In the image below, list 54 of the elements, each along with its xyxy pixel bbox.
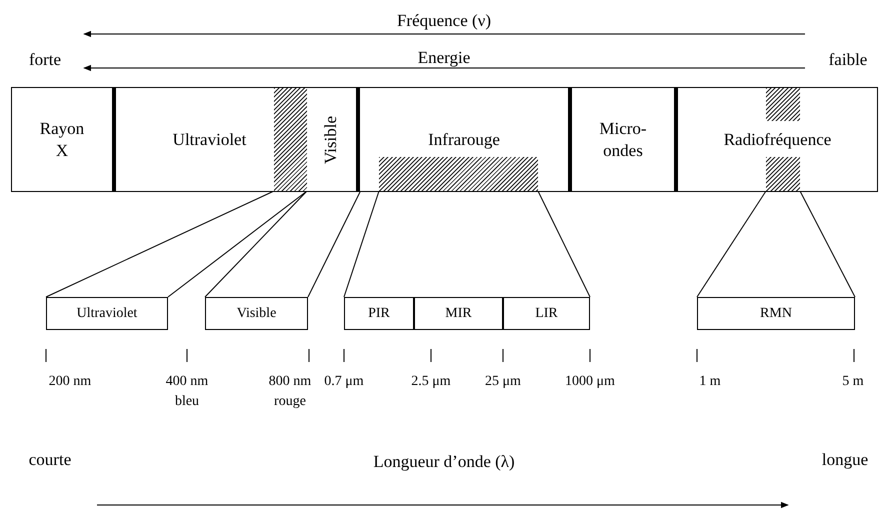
hatched-patch <box>274 88 307 191</box>
text-label: 2.5 μm <box>411 373 451 391</box>
text-label: Longueur d’onde (λ) <box>373 451 515 473</box>
connector-line <box>46 190 274 298</box>
text-label: bleu <box>174 393 200 411</box>
connector-line <box>204 190 308 298</box>
connector-line <box>308 192 360 298</box>
band-label: Infrarouge <box>428 128 500 150</box>
text-label: rouge <box>274 393 306 411</box>
band-label: Visible <box>320 115 342 164</box>
spectrum-band <box>360 87 572 192</box>
band-label: Ultraviolet <box>172 128 246 150</box>
spectrum-band <box>307 87 360 192</box>
range-box <box>697 297 855 330</box>
text-label: 25 μm <box>485 373 521 391</box>
text-label: forte <box>28 49 62 71</box>
range-box <box>414 297 503 330</box>
range-box <box>46 297 168 330</box>
band-label: Visible <box>236 305 276 323</box>
text-label: Fréquence (ν) <box>396 10 492 32</box>
connector-line <box>696 190 766 298</box>
text-label: 200 nm <box>48 373 92 391</box>
text-label: 5 m <box>842 373 864 391</box>
text-label: 400 nm <box>166 373 208 391</box>
connector-line <box>800 190 856 298</box>
range-box <box>205 297 308 330</box>
band-label: RMN <box>760 305 792 323</box>
spectrum-band <box>572 87 678 192</box>
spectrum-band <box>678 87 878 192</box>
connector-line <box>168 190 308 298</box>
spectrum-band <box>116 87 307 192</box>
hatched-patch <box>766 157 800 191</box>
text-label: faible <box>828 49 868 71</box>
band-label: Radiofréquence <box>724 128 832 150</box>
text-label: 1 m <box>699 373 721 391</box>
text-label: 800 nm <box>268 373 312 391</box>
text-label: 1000 μm <box>565 373 615 391</box>
text-label: courte <box>28 449 72 471</box>
connector-line <box>344 190 380 298</box>
hatched-patch <box>379 157 538 191</box>
band-label: Micro-ondes <box>598 118 648 162</box>
band-label: LIR <box>535 305 558 323</box>
text-label: longue <box>822 449 868 471</box>
band-label: MIR <box>445 305 472 323</box>
range-box <box>344 297 414 330</box>
range-box <box>503 297 590 330</box>
text-label: Energie <box>418 47 470 69</box>
text-label: 0.7 μm <box>324 373 364 391</box>
hatched-patch <box>766 88 800 121</box>
band-label: Rayon X <box>38 118 86 162</box>
spectrum-band <box>11 87 116 192</box>
band-label: Ultraviolet <box>76 305 138 323</box>
connector-line <box>538 190 590 298</box>
band-label: PIR <box>368 305 390 323</box>
